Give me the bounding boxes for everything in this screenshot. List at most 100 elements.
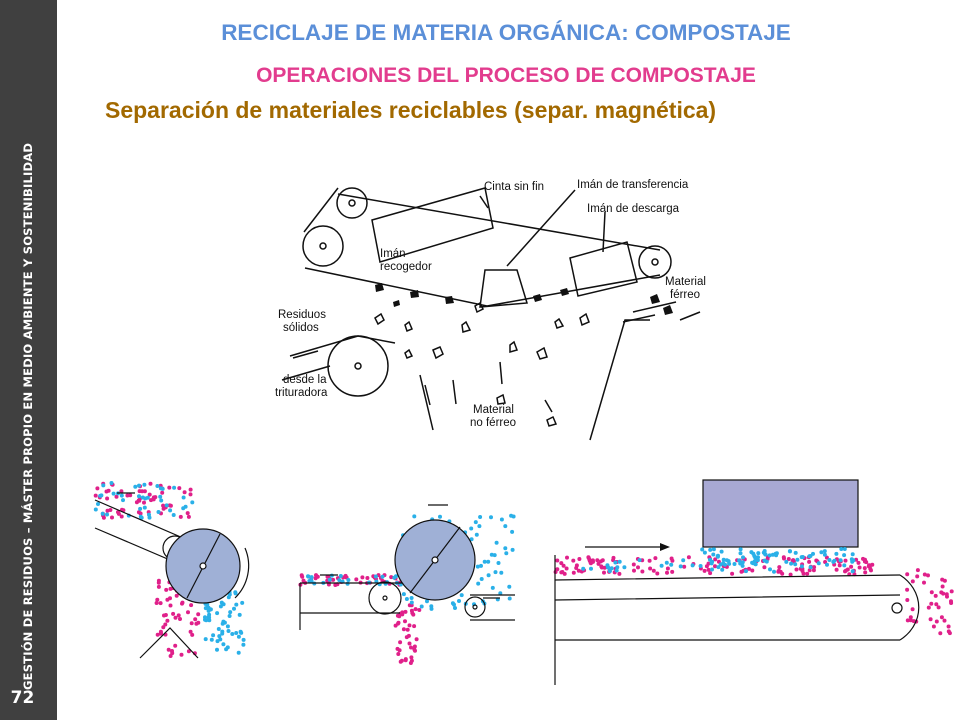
particle-dot [849, 564, 854, 569]
particle-dot [664, 560, 669, 565]
particle-dot [218, 604, 223, 609]
particle-dot [807, 559, 812, 564]
particle-dot [119, 489, 124, 494]
particle-dot [949, 601, 954, 605]
particle-dot [574, 566, 579, 570]
particle-dot [170, 649, 174, 653]
particle-dot [96, 502, 100, 506]
particle-dot [105, 512, 109, 517]
particle-dot [171, 513, 176, 517]
particle-dot [331, 577, 336, 582]
particle-dot [196, 620, 201, 625]
particle-dot [770, 552, 775, 557]
particle-dot [708, 547, 713, 552]
particle-dot [151, 497, 156, 502]
particle-dot [138, 506, 143, 511]
particle-dot [142, 482, 147, 487]
particle-dot [217, 634, 222, 639]
particle-dot [614, 568, 619, 573]
particle-dot [926, 573, 930, 578]
particle-dot [133, 484, 138, 489]
particle-dot [801, 571, 806, 576]
particle-dot [224, 647, 229, 652]
label-no-ferreo-1: Material [473, 404, 514, 416]
particle-dot [698, 564, 703, 568]
particle-dot [939, 590, 944, 595]
particle-dot [599, 564, 604, 569]
particle-dot [708, 571, 713, 576]
particle-dot [498, 591, 503, 596]
particle-dot [181, 495, 186, 500]
particle-dot [400, 612, 405, 617]
particle-dot [706, 561, 711, 566]
particle-dot [908, 615, 913, 620]
particle-dot [168, 603, 173, 608]
particle-dot [922, 580, 926, 585]
particle-dot [155, 484, 160, 488]
particle-dot [306, 574, 310, 579]
particle-dot [738, 547, 743, 552]
particle-dot [226, 629, 231, 633]
particle-dot [180, 600, 185, 605]
particle-dot [690, 563, 695, 568]
particle-dot [822, 549, 827, 554]
particle-dot [576, 568, 581, 573]
particle-dot [926, 605, 931, 610]
particle-dot [732, 562, 737, 566]
particle-dot [489, 515, 493, 520]
particle-dot [706, 567, 711, 572]
particle-dot [581, 566, 586, 571]
particle-dot [119, 514, 124, 519]
particle-dot [559, 561, 564, 566]
particle-dot [479, 563, 483, 568]
particle-dot [450, 601, 455, 606]
particle-dot [869, 568, 873, 573]
particle-dot [190, 500, 195, 505]
particle-dot [241, 637, 246, 642]
particle-dot [825, 562, 829, 567]
particle-dot [168, 596, 172, 601]
particle-dot [499, 517, 504, 522]
particle-dot [905, 598, 910, 602]
particle-dot [632, 568, 636, 573]
particle-dot [209, 637, 214, 642]
particle-dot [156, 578, 161, 583]
particle-dot [490, 585, 495, 590]
particle-dot [863, 570, 868, 575]
particle-dot [762, 549, 767, 553]
particle-dot [636, 565, 640, 570]
particle-dot [595, 558, 600, 563]
particle-dot [473, 520, 478, 525]
particle-dot [147, 492, 152, 497]
particle-dot [457, 599, 461, 603]
particle-dot [682, 564, 687, 569]
particle-dot [721, 561, 726, 566]
particle-dot [403, 619, 407, 624]
particle-dot [784, 559, 789, 564]
particle-dot [137, 483, 141, 488]
particle-dot [659, 563, 664, 568]
particle-dot [101, 483, 106, 488]
particle-dot [812, 565, 817, 570]
particle-dot [309, 575, 314, 580]
particle-dot [399, 658, 404, 663]
page-title: RECICLAJE DE MATERIA ORGÁNICA: COMPOSTAJ… [221, 20, 791, 45]
particle-dot [116, 510, 120, 515]
particle-dot [354, 577, 359, 582]
label-iman-descarga: Imán de descarga [587, 203, 680, 215]
particle-dot [190, 632, 195, 637]
particle-dot [163, 613, 168, 617]
particle-dot [380, 574, 385, 579]
particle-dot [478, 515, 483, 519]
particle-dot [767, 553, 772, 558]
particle-dot [396, 652, 401, 656]
particle-dot [503, 524, 508, 529]
particle-dot [938, 631, 943, 636]
particle-dot [665, 570, 669, 575]
particle-dot [164, 587, 169, 592]
particle-dot [105, 496, 110, 501]
particle-dot [403, 658, 408, 663]
particle-dot [762, 558, 767, 563]
particle-dot [834, 551, 839, 556]
particle-dot [719, 549, 724, 554]
